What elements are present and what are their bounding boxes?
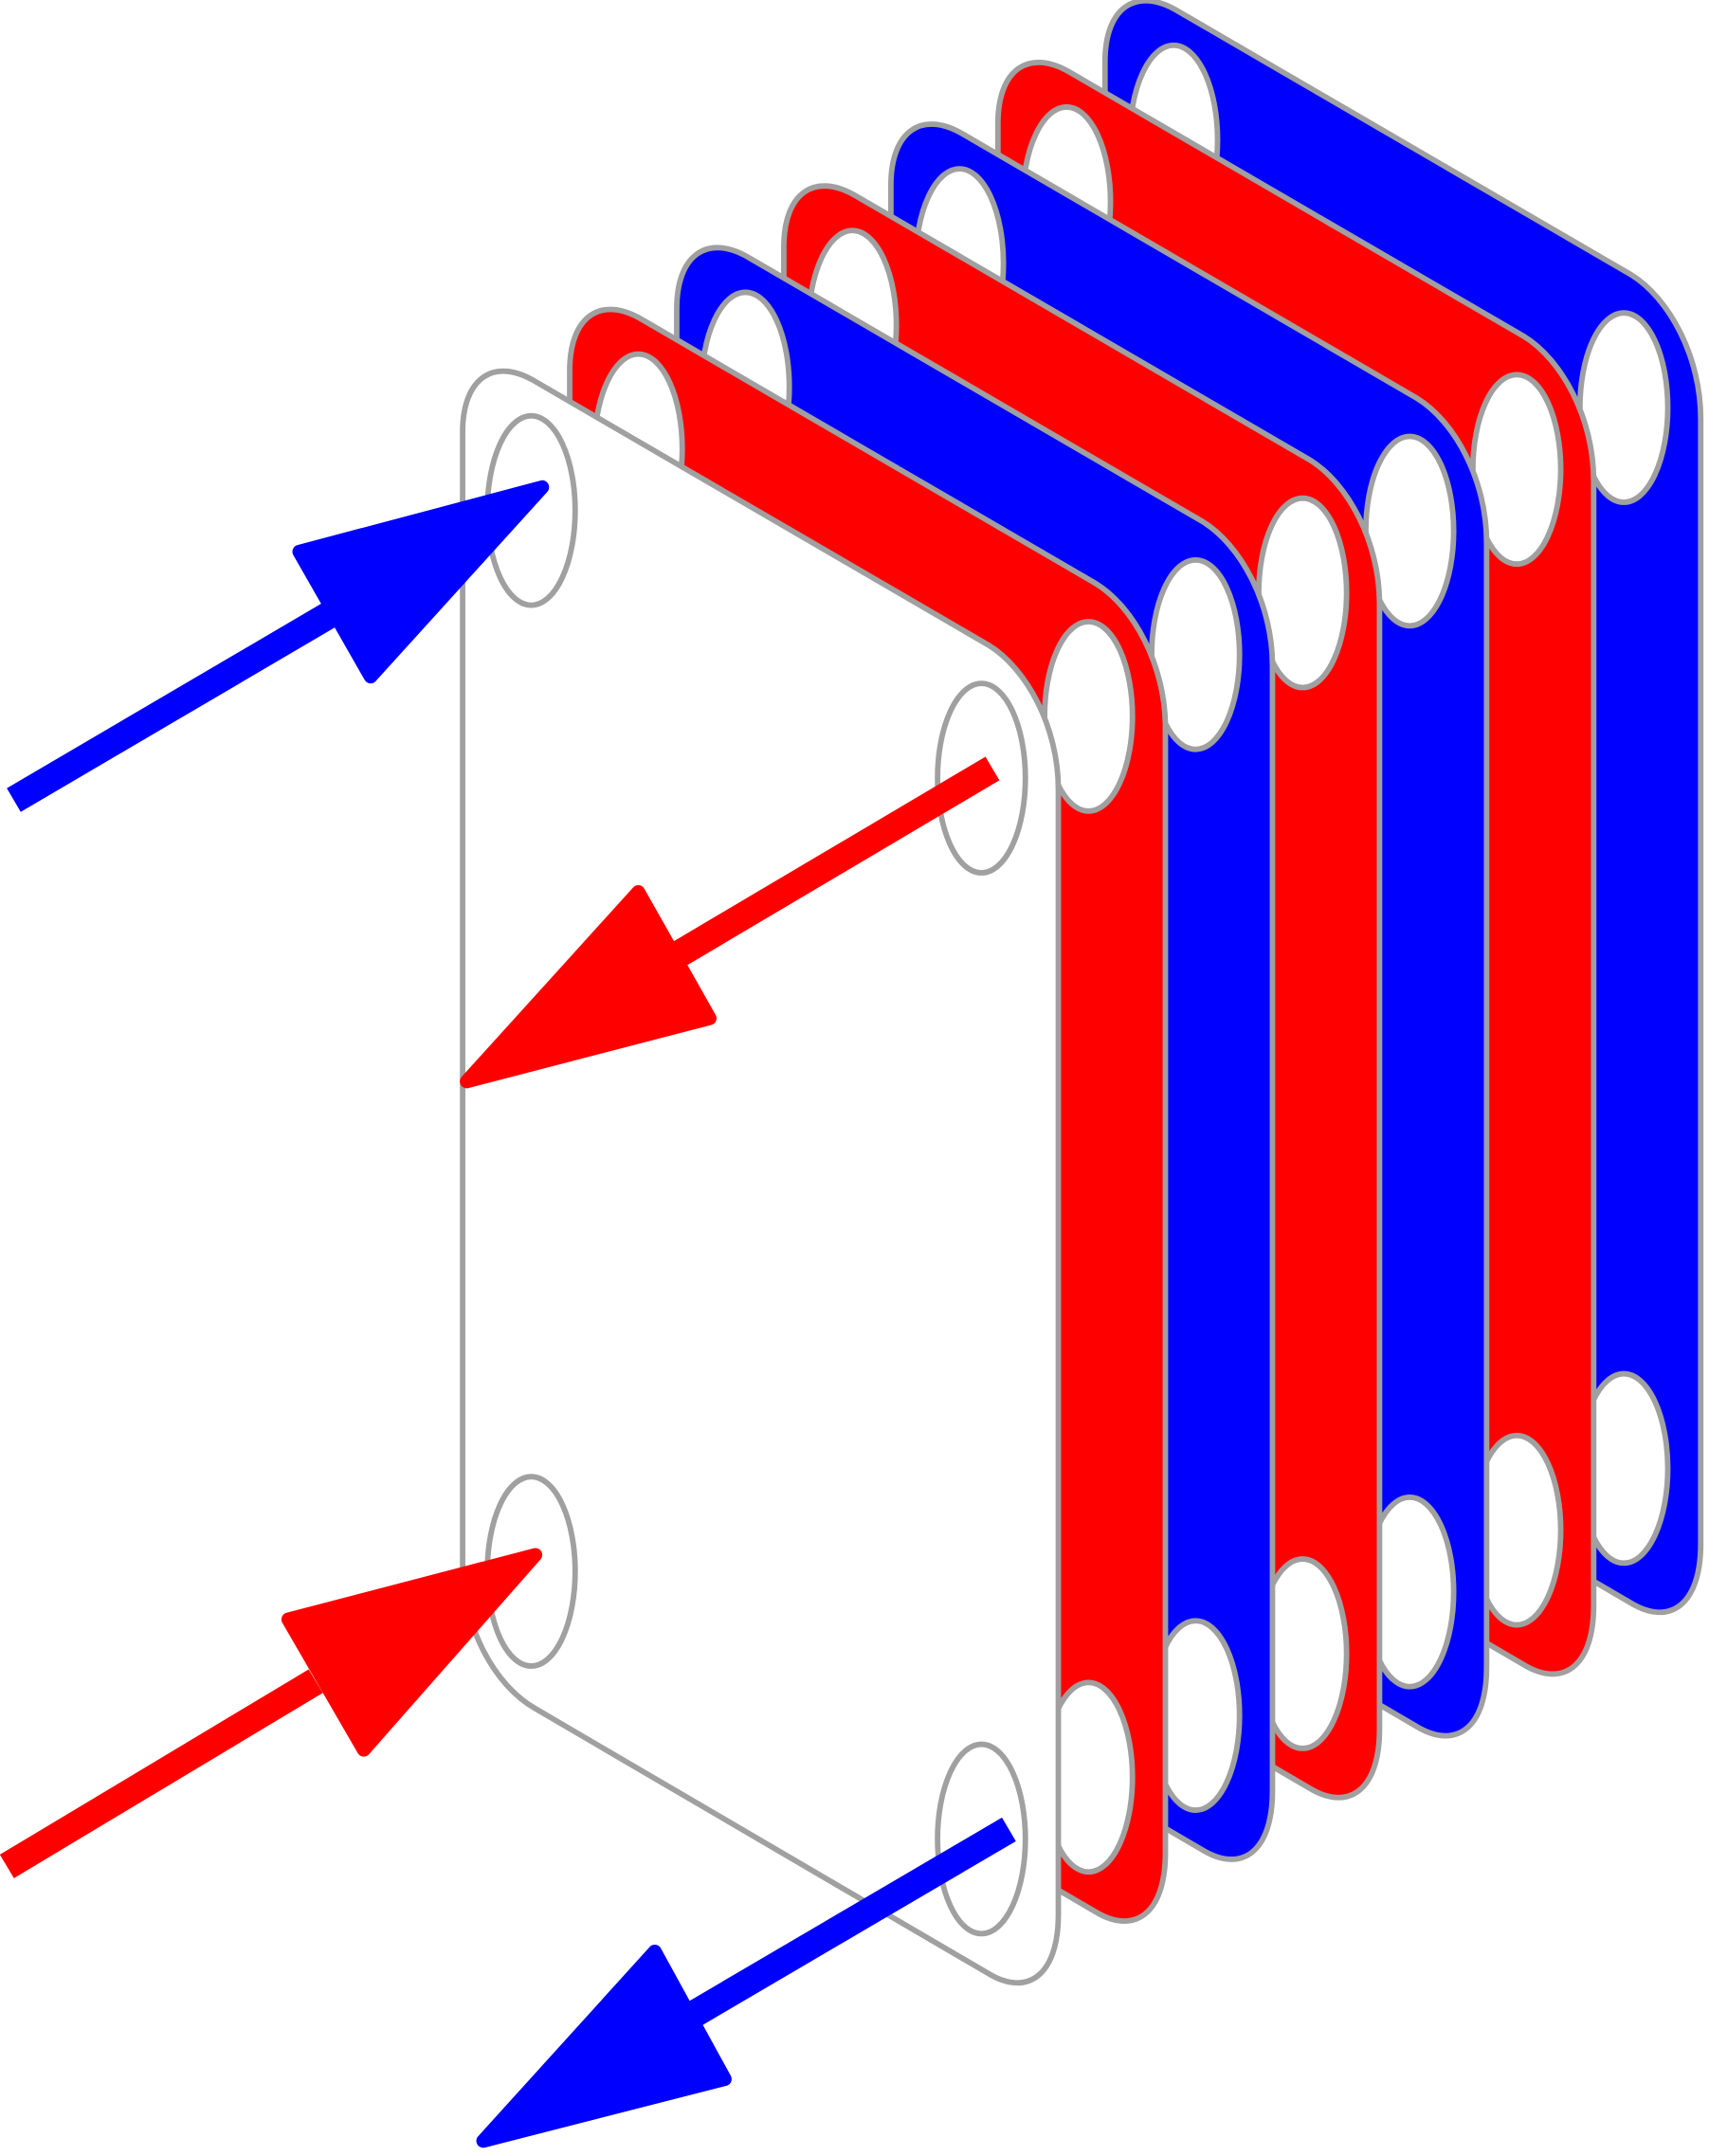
arrow-head [292,480,550,684]
plate-white [460,368,1062,1985]
arrow-head [460,885,717,1089]
arrow-head [476,1944,732,2148]
arrows-group [0,480,1016,2148]
plates-group [460,0,1704,1985]
arrow-hot-inlet [0,1548,543,1878]
arrow-head [281,1548,543,1757]
arrow-cold-inlet [7,480,550,812]
arrow-shaft [0,1669,323,1878]
arrow-hot-outlet [460,756,1000,1089]
arrow-shaft [672,756,1000,966]
arrow-shaft [7,598,344,812]
plate-body [460,368,1062,1985]
arrow-shaft [686,1817,1016,2027]
arrow-cold-outlet [476,1817,1016,2148]
